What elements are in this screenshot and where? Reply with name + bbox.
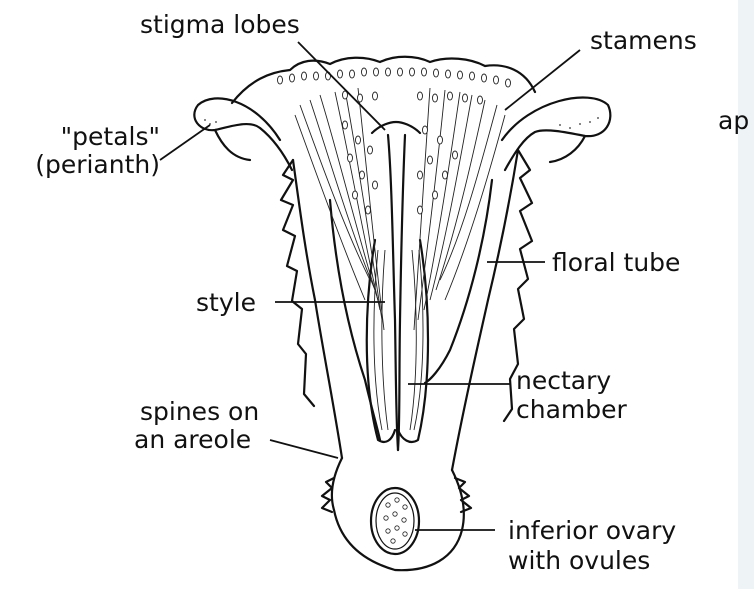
label-stigma-lobes: stigma lobes: [140, 10, 300, 39]
label-floral-tube: floral tube: [552, 248, 680, 277]
label-petals-line1: "petals": [61, 122, 160, 151]
label-style: style: [196, 288, 256, 317]
leader-spines: [270, 440, 338, 458]
leader-petals: [160, 125, 210, 160]
label-cut-off: ap: [718, 106, 749, 135]
label-nectary-line1: nectary: [516, 366, 611, 395]
label-petals-line2: (perianth): [35, 150, 160, 179]
nectary-right-lobe: [398, 240, 428, 442]
style-column: [388, 135, 398, 450]
label-nectary-line2: chamber: [516, 395, 627, 424]
label-spines-line1: spines on: [140, 397, 259, 426]
label-ovary-line2: with ovules: [508, 546, 650, 575]
inferior-ovary: [371, 488, 419, 554]
right-petal: [502, 98, 610, 170]
leader-stamens: [505, 50, 580, 110]
label-ovary-line1: inferior ovary: [508, 516, 676, 545]
label-spines-line2: an areole: [134, 425, 251, 454]
leader-stigma-lobes: [298, 42, 385, 130]
label-stamens: stamens: [590, 26, 697, 55]
